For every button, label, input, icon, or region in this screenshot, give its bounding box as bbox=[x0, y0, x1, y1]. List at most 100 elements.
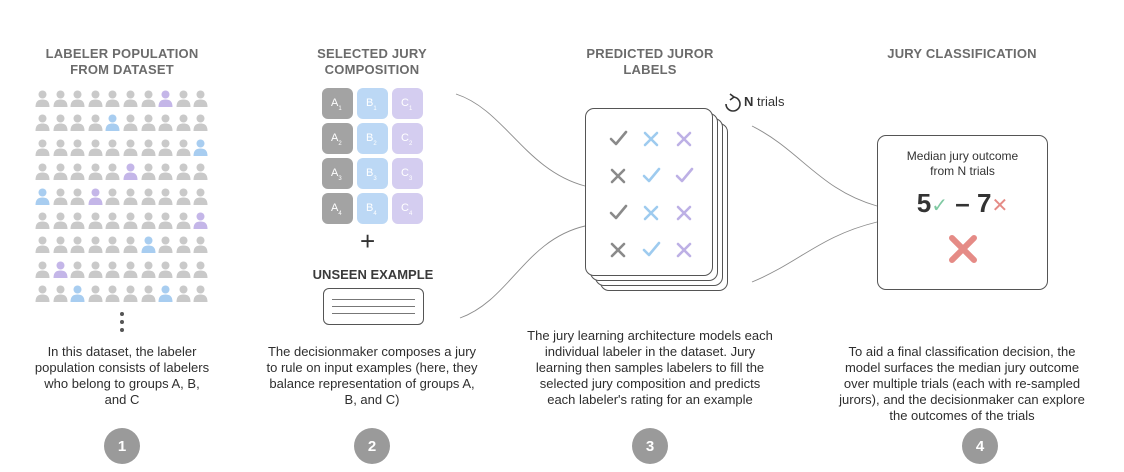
person-icon bbox=[87, 234, 105, 258]
check-mark-icon bbox=[609, 204, 628, 220]
step-badge: 1 bbox=[104, 428, 140, 464]
person-icon bbox=[122, 137, 140, 161]
person-icon bbox=[69, 210, 87, 234]
title-line: PREDICTED JUROR bbox=[586, 46, 714, 61]
person-icon bbox=[192, 283, 210, 307]
score-dash: – bbox=[955, 188, 970, 218]
person-icon bbox=[140, 210, 158, 234]
caption-line: and C bbox=[104, 392, 140, 407]
caption-line: individual labeler in the dataset. Jury bbox=[544, 344, 756, 359]
person-icon bbox=[140, 234, 158, 258]
title-line: FROM DATASET bbox=[70, 62, 174, 77]
person-icon bbox=[52, 161, 70, 185]
caption-line: model surfaces the median jury outcome bbox=[844, 360, 1080, 375]
person-icon bbox=[52, 259, 70, 283]
person-icon bbox=[122, 186, 140, 210]
population-grid bbox=[34, 88, 210, 308]
person-icon bbox=[122, 234, 140, 258]
plus-icon: + bbox=[360, 226, 376, 256]
final-decision-x-icon bbox=[949, 235, 977, 263]
negative-count: 7 bbox=[976, 188, 992, 218]
panel-labeler-population: LABELER POPULATION FROM DATASET In this … bbox=[0, 0, 244, 472]
caption-line: each labeler's rating for an example bbox=[547, 392, 753, 407]
person-icon bbox=[34, 137, 52, 161]
jury-outcome-card: Median jury outcome from N trials 5✓ – 7… bbox=[877, 135, 1048, 290]
person-icon bbox=[157, 283, 175, 307]
person-icon bbox=[122, 112, 140, 136]
panel-predicted-labels: PREDICTED JUROR LABELS The jury learning… bbox=[500, 0, 800, 472]
person-icon bbox=[192, 186, 210, 210]
prediction-marks bbox=[609, 130, 694, 258]
trials-label: N trials bbox=[744, 94, 784, 109]
caption-line: jurors), and the decisionmaker can explo… bbox=[839, 392, 1085, 407]
juror-seat-c4: C4 bbox=[392, 193, 423, 224]
positive-count: 5 bbox=[916, 188, 932, 218]
person-icon bbox=[192, 234, 210, 258]
person-icon bbox=[69, 112, 87, 136]
person-icon bbox=[34, 186, 52, 210]
check-mark-icon bbox=[609, 130, 628, 146]
person-icon bbox=[192, 259, 210, 283]
person-icon bbox=[157, 210, 175, 234]
person-icon bbox=[140, 88, 158, 112]
check-icon: ✓ bbox=[931, 195, 949, 217]
person-icon bbox=[122, 259, 140, 283]
person-icon bbox=[175, 234, 193, 258]
caption-line: over multiple trials (each with re-sampl… bbox=[843, 376, 1081, 391]
person-icon bbox=[69, 234, 87, 258]
person-icon bbox=[69, 137, 87, 161]
person-icon bbox=[140, 186, 158, 210]
person-icon bbox=[175, 137, 193, 161]
x-icon: ✕ bbox=[991, 195, 1009, 217]
caption-line: The decisionmaker composes a jury bbox=[267, 344, 477, 359]
step-badge: 3 bbox=[632, 428, 668, 464]
trial-sheet-front bbox=[585, 108, 713, 276]
person-icon bbox=[122, 283, 140, 307]
person-icon bbox=[122, 161, 140, 185]
juror-seat-b4: B4 bbox=[357, 193, 388, 224]
person-icon bbox=[52, 88, 70, 112]
person-icon bbox=[140, 161, 158, 185]
x-mark-icon bbox=[676, 205, 692, 221]
person-icon bbox=[87, 137, 105, 161]
person-icon bbox=[157, 161, 175, 185]
juror-seat-a2: A2 bbox=[322, 123, 353, 154]
caption-line: the outcomes of the trials bbox=[889, 408, 1035, 423]
person-icon bbox=[104, 186, 122, 210]
person-icon bbox=[175, 88, 193, 112]
person-icon bbox=[34, 112, 52, 136]
person-icon bbox=[69, 88, 87, 112]
caption-line: learning then samples labelers to fill t… bbox=[535, 360, 765, 375]
person-icon bbox=[87, 259, 105, 283]
person-icon bbox=[140, 283, 158, 307]
panel-title: SELECTED JURY COMPOSITION bbox=[244, 46, 500, 78]
juror-seat-a3: A3 bbox=[322, 158, 353, 189]
person-icon bbox=[140, 259, 158, 283]
panel-caption: The decisionmaker composes a jury to rul… bbox=[244, 344, 500, 408]
panel-title: LABELER POPULATION FROM DATASET bbox=[0, 46, 244, 78]
caption-line: The jury learning architecture models ea… bbox=[527, 328, 773, 343]
person-icon bbox=[104, 112, 122, 136]
document-icon bbox=[323, 288, 424, 325]
x-mark-icon bbox=[676, 131, 692, 147]
person-icon bbox=[87, 88, 105, 112]
caption-line: balance representation of groups A, bbox=[269, 376, 475, 391]
person-icon bbox=[157, 137, 175, 161]
person-icon bbox=[87, 112, 105, 136]
person-icon bbox=[104, 234, 122, 258]
check-mark-icon bbox=[642, 241, 661, 257]
person-icon bbox=[34, 259, 52, 283]
check-mark-icon bbox=[642, 167, 661, 183]
check-mark-icon bbox=[675, 167, 694, 183]
juror-seat-b3: B3 bbox=[357, 158, 388, 189]
x-mark-icon bbox=[643, 205, 659, 221]
title-line: JURY CLASSIFICATION bbox=[887, 46, 1037, 61]
caption-line: B, and C) bbox=[344, 392, 400, 407]
person-icon bbox=[192, 161, 210, 185]
panel-title: PREDICTED JUROR LABELS bbox=[500, 46, 800, 78]
trials-variable: N bbox=[744, 94, 754, 109]
person-icon bbox=[175, 161, 193, 185]
step-badge: 2 bbox=[354, 428, 390, 464]
